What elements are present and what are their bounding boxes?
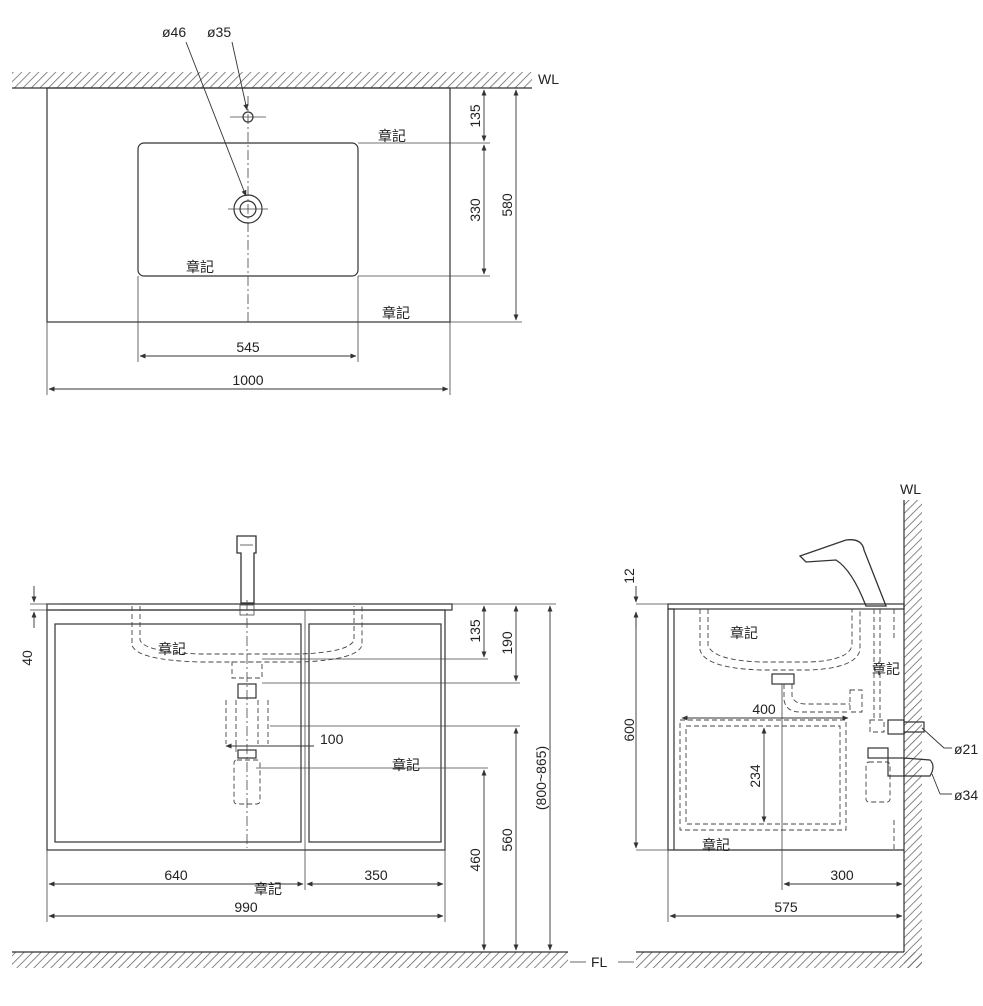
note-front-b: 章記 (392, 757, 420, 773)
dim-350: 350 (364, 867, 388, 883)
dim-545: 545 (236, 339, 260, 355)
dia-small-label: ø35 (207, 24, 231, 40)
note-front-a: 章記 (158, 641, 186, 657)
dim-640: 640 (164, 867, 188, 883)
drawer-right (308, 623, 442, 843)
top-view: WL ø46 ø35 135 330 580 545 1000 章記 章記 章 (12, 24, 559, 395)
dim-135-front: 135 (467, 619, 483, 643)
dim-100: 100 (320, 731, 344, 747)
dim-460: 460 (467, 848, 483, 872)
dim-range: (800~865) (533, 746, 549, 810)
wall-label-side: WL (900, 481, 921, 497)
wall-label-top: WL (538, 71, 559, 87)
note-side-a: 章記 (730, 625, 758, 641)
dim-400: 400 (752, 701, 776, 717)
dim-135: 135 (467, 104, 483, 128)
note-top-a: 章記 (378, 128, 406, 144)
dim-560: 560 (499, 828, 515, 852)
countertop-side (667, 603, 905, 610)
dim-300: 300 (830, 867, 854, 883)
front-view: 40 135 190 460 560 (800~865) 100 640 350… (12, 535, 634, 970)
note-top-c: 章記 (382, 305, 410, 321)
cabinet-front (46, 609, 446, 851)
note-side-c: 章記 (702, 837, 730, 853)
faucet-side (798, 539, 887, 607)
wall-hatch-top (12, 72, 532, 88)
note-front-c: 章記 (254, 881, 282, 897)
countertop-outline (46, 87, 451, 323)
dim-330: 330 (467, 198, 483, 222)
dim-234: 234 (747, 764, 763, 788)
dim-600: 600 (621, 718, 637, 742)
dim-1000: 1000 (232, 372, 263, 388)
faucet-front (236, 535, 257, 604)
faucet-hole (242, 111, 254, 123)
dim-990: 990 (234, 899, 258, 915)
dim-575: 575 (774, 899, 798, 915)
dia-34-label: ø34 (954, 787, 978, 803)
dia-large-label: ø46 (162, 24, 186, 40)
floor-hatch-right (636, 952, 922, 968)
wall-hatch-side (904, 500, 922, 968)
note-side-b: 章記 (872, 661, 900, 677)
drawer-left (54, 623, 302, 843)
dim-40: 40 (19, 650, 35, 666)
dim-580: 580 (499, 193, 515, 217)
floor-label: FL (591, 954, 608, 970)
side-view: WL 12 600 (621, 481, 978, 968)
floor-hatch-left (12, 952, 568, 968)
note-top-b: 章記 (186, 259, 214, 275)
dim-190: 190 (499, 631, 515, 655)
dim-12: 12 (621, 568, 637, 584)
dia-21-label: ø21 (954, 741, 978, 757)
